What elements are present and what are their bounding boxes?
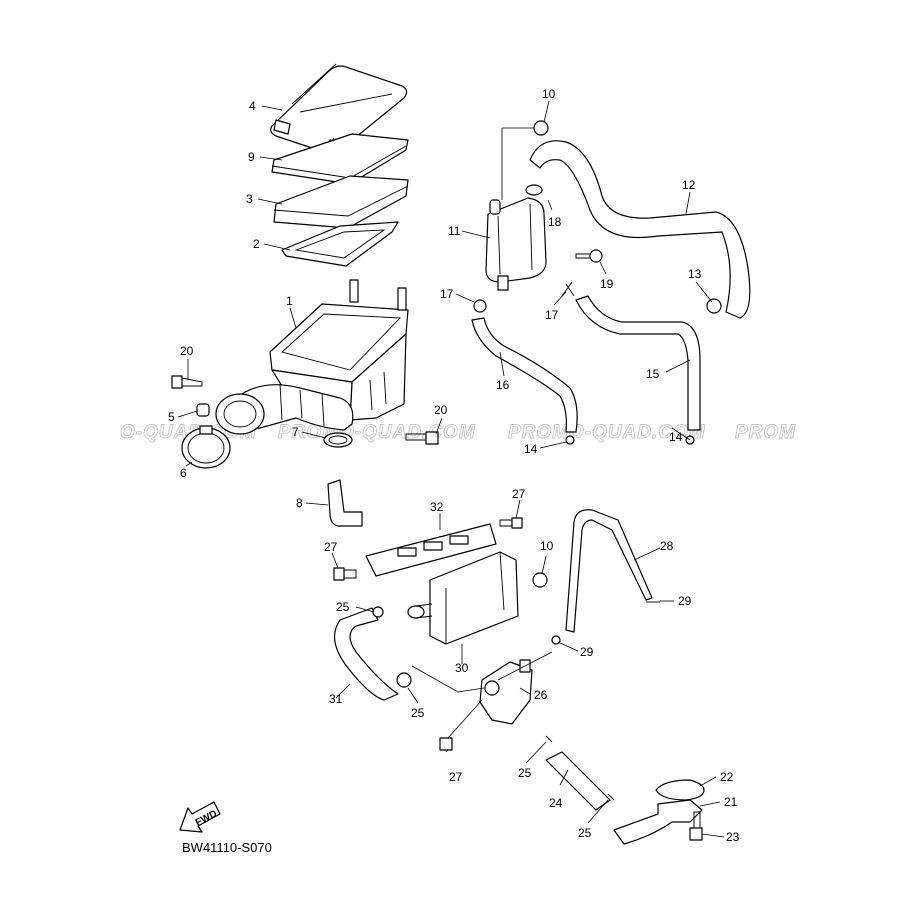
- callout-5: 5: [168, 410, 175, 424]
- callout-18: 18: [548, 215, 562, 229]
- callout-8: 8: [296, 496, 303, 510]
- callout-12: 12: [682, 178, 696, 192]
- callout-27b: 27: [324, 540, 338, 554]
- callout-24: 24: [549, 796, 563, 810]
- callout-22: 22: [720, 770, 734, 784]
- nut-10b: [532, 572, 548, 588]
- callout-31: 31: [329, 692, 343, 706]
- callout-9: 9: [248, 150, 255, 164]
- hose-31: [333, 607, 399, 701]
- valve-26: [479, 659, 533, 725]
- clip-14a: [565, 435, 575, 445]
- bolt-27a: [499, 517, 523, 529]
- callout-17b: 17: [545, 308, 559, 322]
- clip-25c: [545, 735, 553, 743]
- callout-21: 21: [724, 795, 738, 809]
- bolt-27c: [439, 737, 453, 751]
- callout-14a: 14: [524, 442, 538, 456]
- callout-2: 2: [253, 237, 260, 251]
- hose-28: [565, 509, 653, 633]
- reservoir-tank-11: [485, 197, 547, 291]
- callout-20b: 20: [434, 403, 448, 417]
- callout-23: 23: [726, 830, 740, 844]
- air-intake-duct: [215, 383, 354, 435]
- callout-10b: 10: [540, 539, 554, 553]
- callout-30: 30: [455, 661, 469, 675]
- callout-32: 32: [430, 500, 444, 514]
- callout-7: 7: [292, 425, 299, 439]
- leader-lines: [177, 100, 725, 838]
- callout-19: 19: [600, 277, 614, 291]
- callout-17a: 17: [440, 287, 454, 301]
- callout-6: 6: [180, 466, 187, 480]
- callout-25c: 25: [518, 766, 532, 780]
- gasket-2: [281, 221, 399, 267]
- callouts: 4 9 3 2 1 20 20 5 6 7 8 10 11 18 12 19 1…: [168, 87, 740, 844]
- callout-16: 16: [496, 378, 510, 392]
- bolt-20a: [171, 375, 203, 389]
- callout-29a: 29: [678, 594, 692, 608]
- pipe-21: [613, 799, 703, 845]
- callout-15: 15: [646, 367, 660, 381]
- hose-15: [575, 295, 701, 431]
- filter-element-3: [273, 175, 409, 229]
- hose-24: [545, 751, 611, 811]
- callout-27c: 27: [449, 770, 463, 784]
- bolt-19: [575, 249, 603, 263]
- clip-17a: [473, 299, 487, 313]
- clip-18: [525, 184, 543, 196]
- nut-10a: [533, 120, 549, 136]
- callout-13: 13: [688, 267, 702, 281]
- clip-25d: [607, 793, 615, 801]
- clamp-6: [181, 425, 231, 469]
- clip-25b: [396, 672, 412, 688]
- watermark-text-2: PROMO-QUAD.COM: [278, 422, 476, 443]
- bolt-20b: [405, 431, 439, 445]
- canister-30: [407, 551, 519, 645]
- callout-26: 26: [534, 688, 548, 702]
- callout-25a: 25: [336, 600, 350, 614]
- hose-16: [471, 317, 578, 433]
- callout-10a: 10: [542, 87, 556, 101]
- clip-29b: [551, 635, 561, 645]
- clip-25a: [372, 606, 384, 618]
- cap-5: [196, 403, 210, 417]
- callout-11: 11: [448, 224, 461, 238]
- oring-7: [323, 432, 353, 448]
- clip-13: [706, 298, 722, 314]
- breather-hose-12: [529, 140, 751, 319]
- callout-20a: 20: [180, 344, 194, 358]
- fwd-arrow-icon: FWD: [179, 801, 221, 833]
- callout-29b: 29: [580, 645, 594, 659]
- watermark-text-4: PROM: [735, 422, 796, 443]
- gasket-22: [655, 779, 705, 801]
- callout-25b: 25: [411, 706, 425, 720]
- diagram-code: BW41110-S070: [182, 840, 272, 855]
- callout-28: 28: [660, 539, 674, 553]
- bolt-27b: [333, 567, 357, 581]
- drain-hose-8: [327, 479, 363, 527]
- bracket-32: [365, 523, 497, 577]
- clip-17b: [561, 281, 575, 297]
- callout-14b: 14: [669, 430, 683, 444]
- callout-3: 3: [246, 192, 253, 206]
- callout-27a: 27: [512, 487, 526, 501]
- callout-25d: 25: [578, 826, 592, 840]
- callout-4: 4: [249, 99, 256, 113]
- watermark-text-3: PROMO-QUAD.COM: [508, 422, 706, 443]
- callout-1: 1: [286, 294, 293, 308]
